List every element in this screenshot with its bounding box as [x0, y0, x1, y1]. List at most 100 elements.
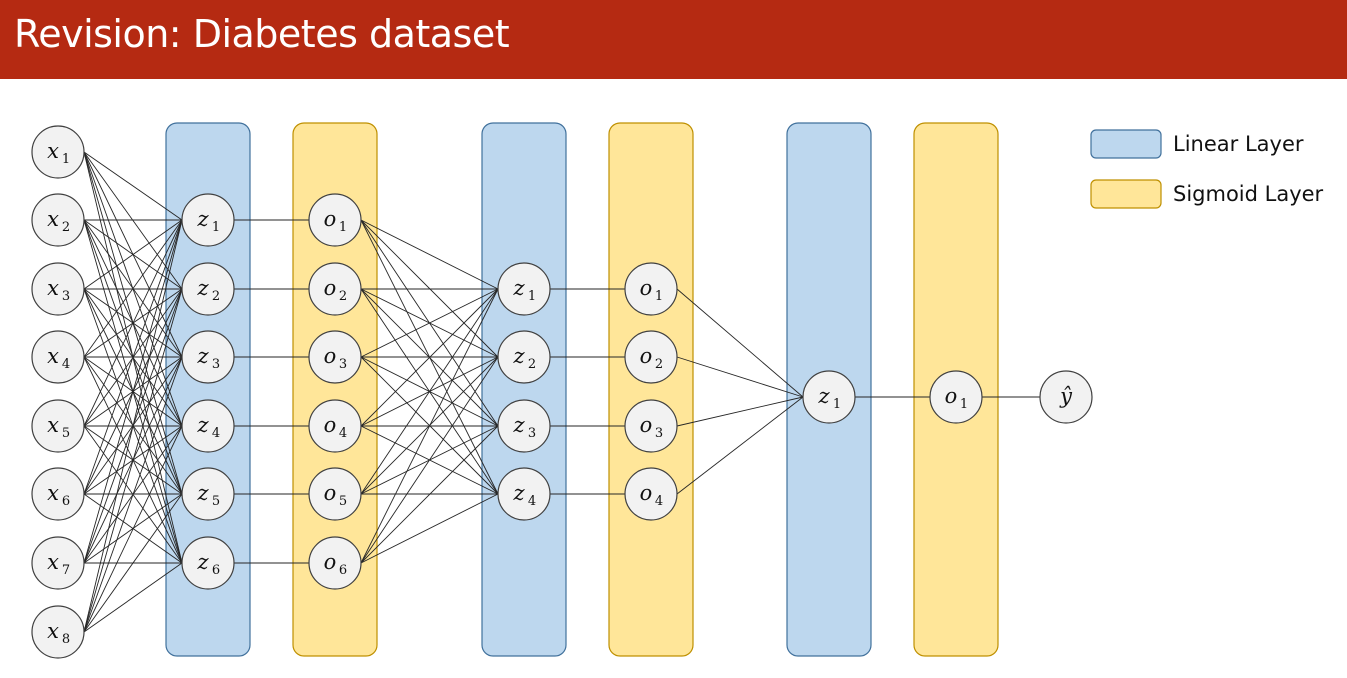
neuron-subscript: 4	[655, 494, 663, 509]
neuron-subscript: 1	[212, 220, 220, 235]
dense-edge	[676, 396, 804, 427]
neuron-circle	[31, 262, 85, 316]
neuron-subscript: 4	[212, 426, 220, 441]
dense-edge	[83, 219, 183, 633]
neuron-label: z	[196, 550, 209, 574]
neuron-subscript: 3	[528, 426, 536, 441]
neuron-label: x	[47, 550, 59, 574]
neuron-label: x	[47, 413, 59, 437]
neuron-subscript: 2	[339, 289, 347, 304]
neuron-circle	[1039, 370, 1093, 424]
dense-edge	[83, 219, 183, 495]
neuron-subscript: 7	[62, 563, 70, 578]
dense-edge	[676, 356, 804, 398]
neuron-subscript: 3	[655, 426, 663, 441]
neuron-subscript: 1	[339, 220, 347, 235]
dense-edge	[676, 396, 804, 495]
neuron-label: o	[640, 481, 653, 505]
neuron-circle	[31, 605, 85, 659]
neuron-label: o	[324, 550, 337, 574]
neuron-label: o	[324, 276, 337, 300]
dense-edge	[83, 356, 183, 633]
neuron-subscript: 2	[655, 357, 663, 372]
neuron-label: o	[324, 344, 337, 368]
neuron-circle	[624, 262, 678, 316]
neuron-circle	[31, 330, 85, 384]
neuron-circle	[181, 193, 235, 247]
dense-edge	[360, 493, 499, 564]
output-node-y-hat: ŷ	[1039, 370, 1093, 424]
neuron-label: z	[196, 344, 209, 368]
neuron-circle	[624, 330, 678, 384]
neuron-subscript: 8	[62, 632, 70, 647]
neuron-label: z	[196, 481, 209, 505]
neuron-label: x	[47, 139, 59, 163]
neuron-subscript: 5	[339, 494, 347, 509]
neuron-subscript: 2	[212, 289, 220, 304]
dense-edge	[83, 562, 183, 633]
dense-edge	[360, 288, 499, 564]
page-title: Revision: Diabetes dataset	[14, 12, 510, 56]
neuron-subscript: 1	[960, 397, 968, 412]
neuron-label: z	[512, 276, 525, 300]
dense-edge	[83, 219, 183, 358]
neuron-label: o	[640, 413, 653, 437]
neuron-circle	[31, 193, 85, 247]
neuron-circle	[31, 125, 85, 179]
neuron-circle	[624, 467, 678, 521]
neuron-subscript: 5	[62, 426, 70, 441]
neuron-label: z	[196, 207, 209, 231]
neuron-label: x	[47, 619, 59, 643]
dense-edge	[83, 219, 183, 564]
neuron-label: z	[512, 344, 525, 368]
neuron-subscript: 2	[528, 357, 536, 372]
neuron-label: x	[47, 207, 59, 231]
title-bar: Revision: Diabetes dataset	[0, 0, 1347, 79]
layer-band-linear	[165, 122, 251, 657]
neuron-circle	[802, 370, 856, 424]
dense-edge	[83, 288, 183, 633]
dense-edge	[83, 219, 183, 427]
dense-edge	[360, 288, 499, 495]
connection-edges	[83, 151, 1040, 633]
neuron-circle	[181, 536, 235, 590]
neuron-circle	[308, 399, 362, 453]
legend-swatch	[1090, 179, 1162, 209]
neuron-circle	[308, 330, 362, 384]
neuron-circle	[624, 399, 678, 453]
neuron-subscript: 3	[339, 357, 347, 372]
dense-edge	[83, 219, 183, 290]
layer-band-sigmoid	[608, 122, 694, 657]
neuron-label: z	[512, 481, 525, 505]
neuron-label: z	[196, 276, 209, 300]
neuron-subscript: 1	[833, 397, 841, 412]
dense-edge	[676, 288, 804, 398]
legend-swatch	[1090, 129, 1162, 159]
neuron-circle	[497, 262, 551, 316]
neuron-label: x	[47, 344, 59, 368]
neuron-subscript: 2	[62, 220, 70, 235]
